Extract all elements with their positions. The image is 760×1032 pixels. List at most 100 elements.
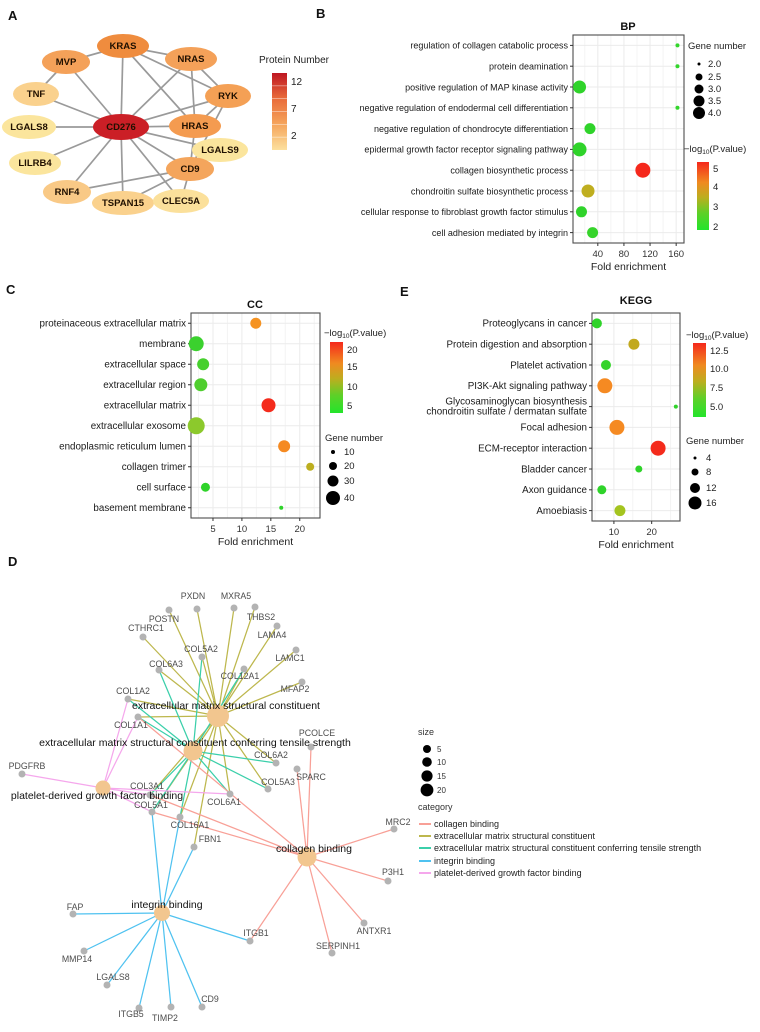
cc-dot-7: [306, 462, 315, 471]
go-edge-collagen: [249, 856, 308, 942]
gene-node-thbs2: [251, 603, 259, 611]
gene-label-postn: POSTN: [149, 614, 179, 624]
pvalue-tick-label: 12.5: [710, 346, 729, 357]
gene-node-lamc1: [292, 646, 300, 654]
gene-label-lgals8: LGALS8: [96, 972, 129, 982]
gene-node-col6a1: [226, 790, 234, 798]
go-edge-integrin: [83, 912, 163, 952]
kegg-dot-2: [600, 360, 611, 370]
gene-label-col1a1: COL1A1: [114, 720, 148, 730]
go-edge-collagen: [306, 856, 365, 924]
category-legend-label-tensile: extracellular matrix structural constitu…: [434, 843, 701, 853]
x-tick-label: 20: [294, 524, 305, 535]
category-legend-label-platelet: platelet-derived growth factor binding: [434, 868, 582, 878]
x-axis-title: Fold enrichment: [598, 539, 673, 551]
gene-label-thbs2: THBS2: [247, 612, 275, 622]
cc-dot-4: [261, 398, 276, 413]
go-edge-integrin: [138, 912, 163, 1009]
size-legend-label: 5: [437, 745, 442, 754]
go-edge-platelet: [102, 716, 139, 789]
pvalue-gradient-bar: [697, 162, 709, 230]
pvalue-legend-title: −log10(P.value): [684, 144, 746, 156]
gene-node-col12a1: [240, 665, 248, 673]
x-tick-label: 120: [642, 249, 658, 260]
x-axis-title: Fold enrichment: [218, 536, 293, 548]
go-edge-emsc: [127, 698, 219, 717]
protein-label-lgals8: LGALS8: [10, 122, 47, 133]
gene-node-lama4: [273, 622, 281, 630]
go-edge-integrin: [161, 912, 172, 1008]
gene-label-cthrc1: CTHRC1: [128, 623, 164, 633]
cc-dot-3: [194, 378, 208, 392]
category-label: negative regulation of endodermal cell d…: [360, 103, 568, 113]
gene-node-col5a2: [198, 653, 206, 661]
go-edge-platelet: [102, 787, 153, 813]
plot-border: [190, 312, 321, 519]
cc-dot-6: [278, 440, 291, 453]
kegg-dot-9: [614, 505, 626, 517]
gene-node-cthrc1: [139, 633, 147, 641]
cc-dot-2: [197, 358, 210, 371]
go-edge-platelet: [102, 787, 231, 795]
bp-dot-1: [675, 64, 680, 69]
gene-label-antxr1: ANTXR1: [357, 926, 392, 936]
panel-label-b: B: [316, 6, 326, 21]
category-label: cellular response to fibroblast growth f…: [361, 207, 569, 217]
gene-label-cd9: CD9: [201, 994, 219, 1004]
gene-label-mrc2: MRC2: [386, 817, 411, 827]
gene-node-fap: [69, 910, 77, 918]
gene-label-col1a2: COL1A2: [116, 686, 150, 696]
bp-dot-2: [573, 80, 587, 94]
go-edge-collagen: [306, 828, 395, 858]
gene-node-cd9: [198, 1003, 206, 1011]
gene-node-col5a3: [264, 785, 272, 793]
go-term-label-tensile: extracellular matrix structural constitu…: [39, 737, 351, 749]
gene-label-p3h1: P3H1: [382, 867, 404, 877]
go-edge-integrin: [106, 912, 163, 986]
category-label: proteinaceous extracellular matrix: [40, 319, 187, 330]
pvalue-tick-label: 7.5: [710, 383, 723, 394]
gene-node-mmp14: [80, 947, 88, 955]
go-term-label-emsc: extracellular matrix structural constitu…: [132, 700, 320, 712]
chart-cc: proteinaceous extracellular matrixmembra…: [40, 299, 387, 548]
bp-dot-4: [584, 123, 596, 135]
protein-number-tick-label: 7: [291, 104, 297, 115]
go-edge-collagen: [149, 794, 308, 858]
protein-label-rnf4: RNF4: [55, 187, 81, 198]
gene-number-legend-label: 12: [706, 483, 717, 494]
go-edge-tensile: [192, 750, 269, 790]
size-legend-label: 10: [437, 758, 446, 767]
protein-label-clec5a: CLEC5A: [162, 196, 200, 207]
gene-number-legend-title: Gene number: [325, 433, 383, 444]
gene-label-mfap2: MFAP2: [281, 684, 310, 694]
ppi-edge: [120, 126, 182, 202]
kegg-dot-8: [597, 485, 607, 495]
gene-node-itgb5: [135, 1004, 143, 1012]
gene-node-col6a2: [272, 759, 280, 767]
gene-label-col6a3: COL6A3: [149, 659, 183, 669]
category-label: basement membrane: [93, 503, 186, 514]
plot-border: [572, 34, 685, 244]
protein-label-lilrb4: LILRB4: [18, 158, 52, 169]
category-legend-label-emsc: extracellular matrix structural constitu…: [434, 831, 596, 841]
go-edge-tensile: [151, 750, 194, 813]
protein-label-ryk: RYK: [218, 91, 238, 102]
protein-node-ryk: [205, 84, 251, 108]
size-legend-title: size: [418, 727, 434, 737]
go-edge-tensile: [179, 750, 194, 818]
protein-number-tick-label: 12: [291, 77, 303, 88]
bp-dot-9: [587, 227, 599, 239]
kegg-dot-7: [635, 465, 643, 473]
category-label: Focal adhesion: [521, 423, 587, 434]
category-label: extracellular space: [104, 360, 186, 371]
category-label: Axon guidance: [522, 485, 587, 496]
cc-dot-9: [279, 505, 284, 510]
gene-node-serpinh1: [328, 949, 336, 957]
protein-node-cd9: [166, 157, 214, 181]
category-label: extracellular region: [103, 380, 186, 391]
gene-node-pcolce: [307, 743, 315, 751]
